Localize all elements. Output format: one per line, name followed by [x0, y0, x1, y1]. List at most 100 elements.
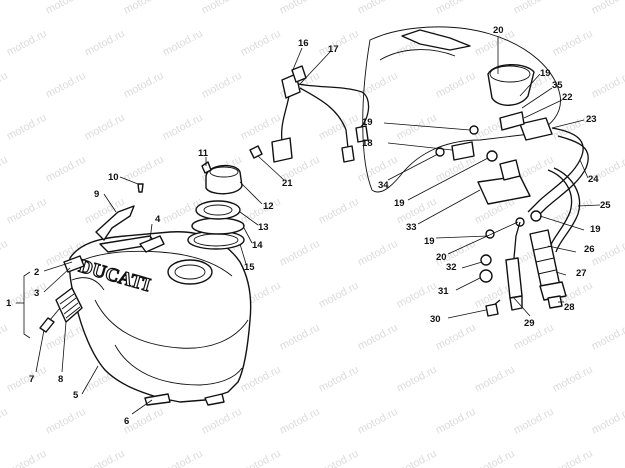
bottom-mount-tab [144, 393, 171, 406]
grommet-32 [480, 254, 492, 266]
filler-cap-top [209, 166, 239, 178]
callout-7: 7 [29, 374, 34, 385]
watermark-text: motod.ru [434, 322, 478, 353]
bolt-21 [249, 145, 263, 159]
watermark-text: motod.ru [395, 448, 439, 468]
callout-19a: 19 [362, 117, 373, 128]
watermark-text: motod.ru [278, 322, 322, 353]
watermark-text: motod.ru [551, 448, 595, 468]
tank-ghost-ridge [379, 49, 456, 61]
watermark-text: motod.ru [5, 112, 49, 143]
callout-24: 24 [588, 174, 599, 185]
watermark-text: motod.ru [44, 406, 88, 437]
callout-29: 29 [524, 318, 535, 329]
screw-7 [39, 307, 61, 333]
filter-end [509, 295, 523, 311]
watermark-text: motod.ru [512, 406, 556, 437]
watermark-text: motod.ru [317, 196, 361, 227]
watermark-text: motod.ru [239, 28, 283, 59]
watermark-text: motod.ru [356, 406, 400, 437]
callout-33: 33 [406, 222, 417, 233]
watermark-text: motod.ru [395, 280, 439, 311]
watermark-text: motod.ru [590, 238, 625, 269]
callout-32: 32 [446, 262, 457, 273]
hose-24b [533, 135, 589, 221]
callout-17: 17 [328, 44, 339, 55]
filler-neck-rim [489, 65, 531, 83]
watermark-text: motod.ru [0, 70, 10, 101]
callout-20b: 20 [436, 252, 447, 263]
watermark-text: motod.ru [395, 364, 439, 395]
callout-35: 35 [552, 80, 563, 91]
watermark-text: motod.ru [356, 322, 400, 353]
watermark-text: motod.ru [278, 0, 322, 17]
watermark-text: motod.ru [239, 364, 283, 395]
callout-5: 5 [73, 390, 79, 401]
hinge-pin [139, 235, 165, 253]
callout-19b: 19 [540, 68, 551, 79]
sender-tube [280, 95, 290, 143]
callout-6: 6 [124, 416, 129, 427]
watermark-text: motod.ru [161, 28, 205, 59]
watermark-text: motod.ru [356, 238, 400, 269]
callout-34: 34 [378, 180, 389, 191]
watermark-text: motod.ru [44, 0, 88, 17]
watermark-text: motod.ru [200, 0, 244, 17]
tank-lower-contour [114, 344, 243, 386]
t-fitting-18 [451, 141, 475, 161]
filter-connector [499, 159, 521, 181]
watermark-text: motod.ru [83, 112, 127, 143]
watermark-text: motod.ru [5, 280, 49, 311]
callout-19e: 19 [590, 224, 601, 235]
fuel-tank-assembly: DUCATI [39, 183, 252, 406]
fuel-pump-band [533, 245, 557, 275]
rear-mount-tab [204, 393, 225, 406]
callout-4: 4 [155, 214, 161, 225]
watermark-text: motod.ru [590, 406, 625, 437]
watermark-text: motod.ru [0, 238, 10, 269]
tank-side-contour [94, 299, 249, 349]
front-bracket [63, 255, 85, 273]
tank-ghost-vent [401, 29, 471, 51]
clip-19b [486, 150, 498, 162]
callout-labels: 1 2 3 4 5 6 7 8 9 10 11 12 13 14 15 16 1… [6, 25, 611, 427]
callout-22: 22 [562, 92, 573, 103]
fuel-sender-unit [271, 65, 370, 163]
callout-10: 10 [108, 172, 119, 183]
callout-1: 1 [6, 298, 12, 309]
cap-ring-13-inner [203, 204, 233, 216]
callout-30: 30 [430, 314, 441, 325]
grommet-31 [479, 269, 493, 283]
hinge-bracket [95, 205, 135, 241]
callout-20a: 20 [493, 25, 504, 36]
filler-recess-inner [174, 264, 206, 280]
filler-neck-35 [487, 64, 535, 106]
watermark-text: motod.ru [239, 448, 283, 468]
clip-19d [485, 229, 495, 239]
callout-18: 18 [362, 138, 373, 149]
watermark-text: motod.ru [551, 364, 595, 395]
watermark-text: motod.ru [44, 154, 88, 185]
watermark-text: motod.ru [5, 364, 49, 395]
watermark-text: motod.ru [5, 448, 49, 468]
watermark-text: motod.ru [122, 70, 166, 101]
watermark-text: motod.ru [0, 322, 10, 353]
watermark-text: motod.ru [590, 70, 625, 101]
watermark-text: motod.ru [356, 70, 400, 101]
return-fitting-30 [485, 303, 499, 317]
fuel-system-assembly [362, 26, 589, 317]
fuel-valve-23 [519, 117, 553, 141]
clip-19c [530, 210, 542, 222]
watermark-text: motod.ru [161, 448, 205, 468]
watermark-text: motod.ru [590, 0, 625, 17]
sender-wire-b [299, 87, 349, 149]
tank-top-ridge [77, 250, 233, 277]
watermark-text: motod.ru [278, 406, 322, 437]
clip-19a [469, 125, 479, 135]
filter-line [513, 221, 521, 259]
watermark-text: motod.ru [356, 0, 400, 17]
watermark-text: motod.ru [434, 70, 478, 101]
callout-13: 13 [258, 222, 269, 233]
